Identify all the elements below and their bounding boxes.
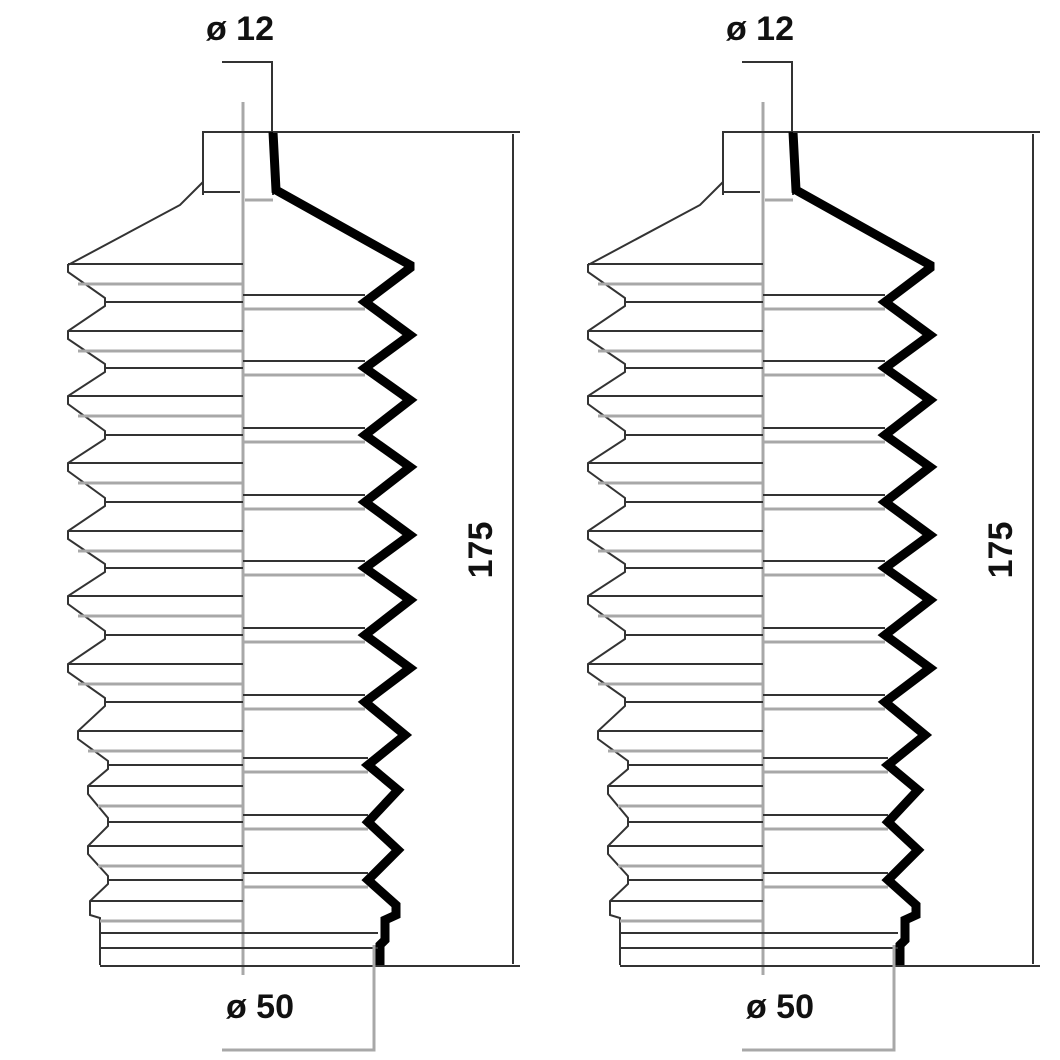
top-collar [202,131,274,195]
length-label: 175 [462,522,500,579]
length-label: 175 [982,522,1020,579]
bellows-geometry [587,61,1040,1052]
bottom-diameter-leader [742,945,896,1052]
bottom-diameter-label: ø 50 [746,988,814,1026]
left-profile [67,181,204,965]
right-profile [788,131,938,965]
bellows-boot-drawing-left: ø 12 ø 50 175 [67,10,520,1052]
left-profile [587,181,724,965]
top-diameter-leader [222,61,273,132]
right-profile [268,131,418,965]
bottom-diameter-label: ø 50 [226,988,294,1026]
bellows-boot-drawing-right: ø 12 ø 50 175 [587,10,1040,1052]
top-collar [722,131,794,195]
top-diameter-label: ø 12 [726,10,794,48]
bellows-geometry [67,61,520,1052]
top-diameter-label: ø 12 [206,10,274,48]
top-diameter-leader [742,61,793,132]
bottom-diameter-leader [222,945,376,1052]
